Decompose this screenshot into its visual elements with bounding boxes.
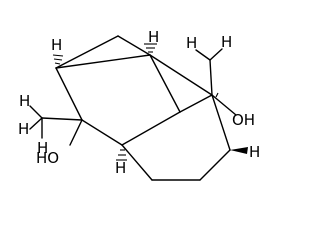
atom-label-h: H bbox=[221, 33, 232, 51]
hash-bond bbox=[116, 149, 127, 161]
bond bbox=[149, 54, 181, 113]
bond bbox=[55, 67, 83, 121]
bond bbox=[195, 49, 211, 61]
atom-labels: HO OH H H H H H H H H H bbox=[18, 28, 260, 177]
bond bbox=[149, 54, 213, 96]
structure-diagram: HO OH H H H H H H H H H bbox=[18, 28, 260, 181]
atom-label-h: H bbox=[186, 34, 197, 52]
bond bbox=[199, 149, 231, 181]
bond bbox=[117, 35, 151, 56]
bond bbox=[55, 54, 151, 69]
bonds bbox=[29, 35, 237, 181]
bond bbox=[69, 119, 83, 146]
atom-label-h: H bbox=[51, 36, 62, 54]
atom-label-h: H bbox=[19, 92, 30, 110]
stereo-bonds bbox=[52, 43, 248, 161]
bond bbox=[179, 94, 213, 113]
atom-label-h: H bbox=[18, 120, 29, 138]
hash-bond bbox=[144, 43, 157, 53]
bond bbox=[41, 117, 83, 121]
hash-bond bbox=[215, 92, 219, 98]
atom-label-h: H bbox=[148, 28, 159, 46]
bond bbox=[29, 117, 43, 130]
bond bbox=[55, 35, 119, 69]
atom-label-h: H bbox=[115, 159, 126, 177]
hash-bond bbox=[52, 54, 64, 65]
molecule-drawing: HO OH H H H H H H H H H bbox=[18, 28, 260, 181]
bond bbox=[211, 94, 231, 151]
bond bbox=[81, 119, 123, 146]
atom-label-oh: OH bbox=[232, 111, 255, 129]
bond bbox=[29, 105, 43, 119]
bond bbox=[121, 111, 181, 146]
atom-label-h: H bbox=[37, 139, 48, 157]
wedge-bond bbox=[230, 147, 248, 154]
atom-label-ho: HO bbox=[36, 149, 59, 167]
bond bbox=[121, 144, 153, 181]
bond bbox=[211, 94, 237, 116]
bond bbox=[209, 48, 223, 61]
atom-label-h: H bbox=[249, 143, 260, 161]
bond bbox=[209, 59, 213, 96]
